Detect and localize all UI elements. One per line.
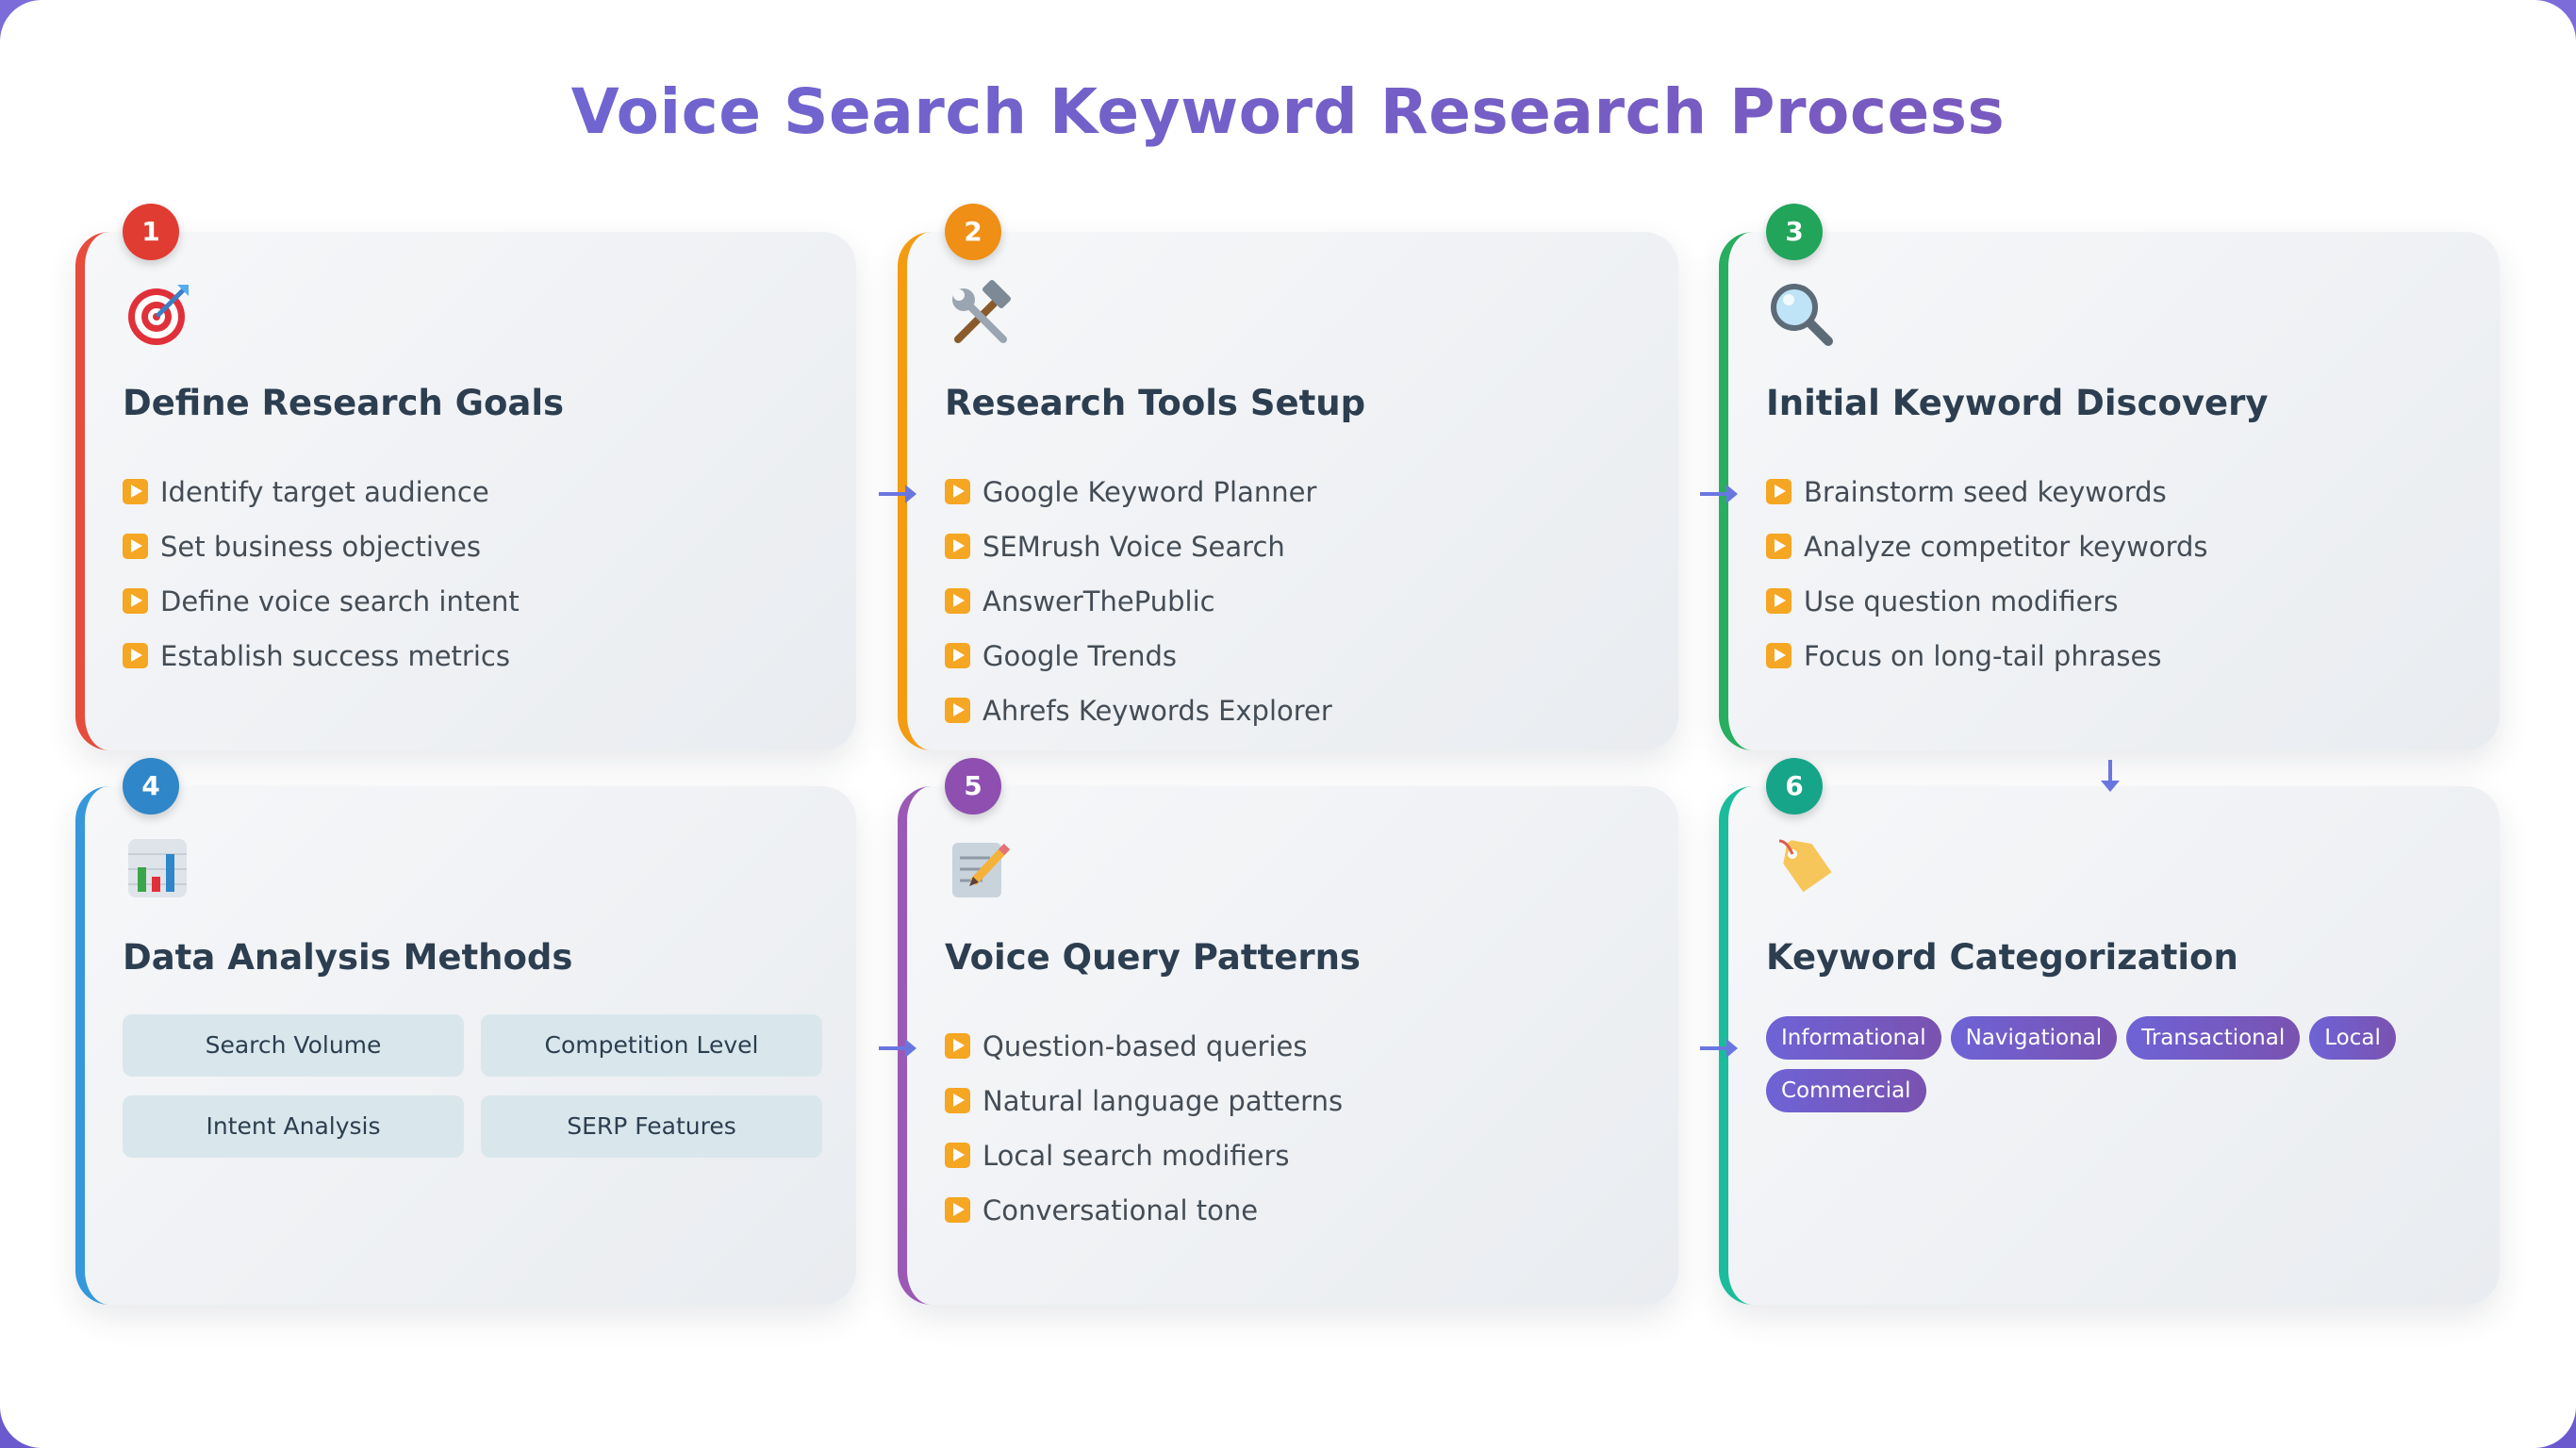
flow-arrow-3-to-6 <box>2101 760 2120 792</box>
list-item: Google Keyword Planner <box>945 473 1332 528</box>
list-item-label: Define voice search intent <box>160 585 520 617</box>
list-item-label: Conversational tone <box>983 1194 1259 1226</box>
flow-arrow-2-to-3 <box>1700 485 1738 503</box>
play-bullet-icon <box>1766 479 1792 504</box>
list-item: Ahrefs Keywords Explorer <box>945 692 1332 747</box>
list-item-label: Focus on long-tail phrases <box>1804 640 2162 672</box>
step-number-badge: 1 <box>123 204 179 260</box>
list-item: Define voice search intent <box>123 583 520 637</box>
step-item-list: Question-based queries Natural language … <box>945 1028 1343 1246</box>
list-item: Analyze competitor keywords <box>1766 528 2208 583</box>
play-bullet-icon <box>945 588 970 614</box>
play-bullet-icon <box>123 534 148 559</box>
list-item-label: SEMrush Voice Search <box>983 531 1285 563</box>
play-bullet-icon <box>945 479 970 504</box>
list-item-label: Question-based queries <box>983 1030 1308 1062</box>
target-icon <box>123 279 194 351</box>
step-number-badge: 2 <box>945 204 1001 260</box>
category-tag: Informational <box>1766 1016 1941 1060</box>
list-item: Use question modifiers <box>1766 583 2208 637</box>
play-bullet-icon <box>945 1143 970 1168</box>
list-item-label: Google Keyword Planner <box>983 476 1317 508</box>
list-item-label: Use question modifiers <box>1804 585 2119 617</box>
magnifying-glass-icon <box>1766 279 1838 351</box>
step-title: Data Analysis Methods <box>123 937 573 978</box>
list-item: Set business objectives <box>123 528 520 583</box>
play-bullet-icon <box>1766 588 1792 614</box>
list-item-label: Brainstorm seed keywords <box>1804 476 2167 508</box>
list-item-label: Google Trends <box>983 640 1177 672</box>
memo-pencil-icon <box>945 833 1016 905</box>
step-item-list: Identify target audience Set business ob… <box>123 473 520 692</box>
step-card-3: 3 Initial Keyword Discovery Brainstorm s… <box>1719 204 2500 750</box>
step-number-badge: 5 <box>945 758 1001 814</box>
step-card-1: 1 Define Research Goals Identify target … <box>75 204 856 750</box>
method-box: Search Volume <box>123 1014 464 1077</box>
play-bullet-icon <box>123 479 148 504</box>
page-title: Voice Search Keyword Research Process <box>0 75 2576 148</box>
list-item: Question-based queries <box>945 1028 1343 1082</box>
category-tag: Transactional <box>2126 1016 2301 1060</box>
flow-arrow-4-to-5 <box>879 1039 916 1058</box>
category-tag: Navigational <box>1950 1016 2118 1060</box>
play-bullet-icon <box>123 643 148 668</box>
tag-label-icon <box>1766 833 1838 905</box>
category-tag: Local <box>2309 1016 2396 1060</box>
method-box: SERP Features <box>481 1095 822 1158</box>
step-number-badge: 4 <box>123 758 179 814</box>
list-item-label: Natural language patterns <box>983 1085 1344 1117</box>
flow-arrow-5-to-6 <box>1700 1039 1738 1058</box>
list-item-label: Ahrefs Keywords Explorer <box>983 695 1332 727</box>
play-bullet-icon <box>945 1088 970 1113</box>
play-bullet-icon <box>945 1033 970 1059</box>
bar-chart-icon <box>123 833 194 905</box>
play-bullet-icon <box>123 588 148 614</box>
play-bullet-icon <box>945 1197 970 1223</box>
step-number-badge: 6 <box>1766 758 1823 814</box>
list-item: Conversational tone <box>945 1192 1343 1246</box>
step-title: Initial Keyword Discovery <box>1766 383 2269 423</box>
play-bullet-icon <box>945 643 970 668</box>
step-number-badge: 3 <box>1766 204 1823 260</box>
step-title: Voice Query Patterns <box>945 937 1361 978</box>
flow-arrow-1-to-2 <box>879 485 916 503</box>
method-box: Intent Analysis <box>123 1095 464 1158</box>
analysis-method-grid: Search Volume Competition Level Intent A… <box>123 1014 822 1158</box>
list-item: Focus on long-tail phrases <box>1766 637 2208 692</box>
list-item-label: Analyze competitor keywords <box>1804 531 2208 563</box>
list-item: Local search modifiers <box>945 1137 1343 1192</box>
step-card-2: 2 Research Tools Setup Google Keyword Pl… <box>898 204 1678 750</box>
step-title: Keyword Categorization <box>1766 937 2238 978</box>
list-item: SEMrush Voice Search <box>945 528 1332 583</box>
list-item: Establish success metrics <box>123 637 520 692</box>
list-item: AnswerThePublic <box>945 583 1332 637</box>
step-item-list: Google Keyword Planner SEMrush Voice Sea… <box>945 473 1332 747</box>
method-box: Competition Level <box>481 1014 822 1077</box>
list-item: Brainstorm seed keywords <box>1766 473 2208 528</box>
step-item-list: Brainstorm seed keywords Analyze competi… <box>1766 473 2208 692</box>
step-card-4: 4 Data Analysis Methods Search Volume Co… <box>75 758 856 1305</box>
list-item: Identify target audience <box>123 473 520 528</box>
list-item: Natural language patterns <box>945 1082 1343 1137</box>
play-bullet-icon <box>945 534 970 559</box>
list-item-label: Set business objectives <box>160 531 481 563</box>
play-bullet-icon <box>1766 643 1792 668</box>
list-item-label: Identify target audience <box>160 476 489 508</box>
list-item-label: AnswerThePublic <box>983 585 1215 617</box>
play-bullet-icon <box>1766 534 1792 559</box>
step-card-5: 5 Voice Query Patterns Question-based qu… <box>898 758 1678 1305</box>
list-item-label: Establish success metrics <box>160 640 510 672</box>
list-item: Google Trends <box>945 637 1332 692</box>
hammer-wrench-icon <box>945 279 1016 351</box>
list-item-label: Local search modifiers <box>983 1140 1290 1172</box>
play-bullet-icon <box>945 698 970 723</box>
step-title: Research Tools Setup <box>945 383 1366 423</box>
step-title: Define Research Goals <box>123 383 565 423</box>
category-tag: Commercial <box>1766 1069 1926 1112</box>
